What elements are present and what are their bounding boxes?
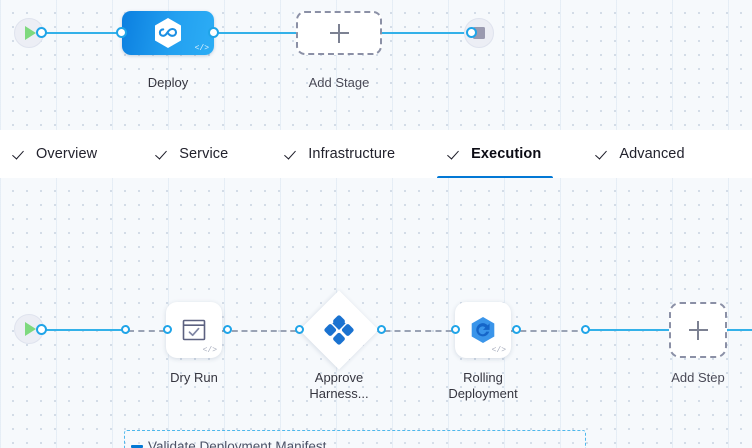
minus-icon[interactable]	[131, 445, 143, 448]
check-icon	[449, 148, 462, 161]
harness-logo-icon	[155, 18, 181, 48]
edge-rolling-to-group-out	[510, 330, 588, 332]
play-icon	[25, 322, 36, 336]
add-step-label: Add Step	[671, 370, 725, 385]
add-stage-label: Add Stage	[308, 75, 370, 90]
tab-overview[interactable]: Overview	[14, 130, 97, 178]
tab-label: Advanced	[619, 146, 685, 162]
stage-node-deploy[interactable]: </>	[122, 11, 214, 55]
edge-addstep-onward	[727, 329, 752, 331]
check-icon	[157, 148, 170, 161]
stage-config-tabs: Overview Service Infrastructure Executio…	[0, 130, 752, 179]
port-deploy-out[interactable]	[208, 27, 219, 38]
edge-approve-to-rolling	[374, 330, 462, 332]
step-code-mark: </>	[491, 346, 506, 355]
dry-run-icon	[182, 319, 206, 341]
step-label-rolling-deployment: Rolling Deployment	[448, 370, 518, 401]
port-rolling-out[interactable]	[512, 325, 521, 334]
tab-advanced[interactable]: Advanced	[597, 130, 684, 178]
edge-group-to-addstep	[584, 329, 672, 331]
tab-underline	[437, 176, 554, 179]
port-dryrun-in[interactable]	[163, 325, 172, 334]
port-start-out[interactable]	[36, 27, 47, 38]
edge-start-to-group	[40, 329, 130, 331]
tab-label: Execution	[471, 146, 542, 162]
step-node-approve[interactable]	[311, 302, 367, 358]
stage-canvas[interactable]: </> Deploy Add Stage	[0, 0, 752, 130]
tab-label: Service	[179, 146, 229, 162]
stage-code-mark: </>	[194, 44, 209, 53]
step-node-dry-run[interactable]: </>	[166, 302, 222, 358]
port-approve-out[interactable]	[377, 325, 386, 334]
step-group-validate-deployment-manifest[interactable]	[124, 430, 586, 448]
execution-canvas[interactable]: Validate Deployment Manifest	[0, 178, 752, 448]
edge-group-in-to-dryrun	[128, 330, 186, 332]
port-group-in[interactable]	[121, 325, 130, 334]
check-icon	[597, 148, 610, 161]
step-code-mark: </>	[202, 346, 217, 355]
harness-approval-icon	[324, 315, 354, 345]
plus-icon	[688, 320, 708, 340]
play-icon	[25, 26, 36, 40]
port-approve-in[interactable]	[295, 325, 304, 334]
tab-label: Infrastructure	[308, 146, 396, 162]
pipeline-end-node[interactable]	[464, 18, 494, 48]
check-icon	[14, 148, 27, 161]
tab-label: Overview	[36, 146, 98, 162]
port-end-in[interactable]	[466, 27, 477, 38]
port-group-out[interactable]	[581, 325, 590, 334]
add-stage-button[interactable]	[296, 11, 382, 55]
rolling-deployment-icon	[471, 317, 495, 343]
tab-service[interactable]: Service	[157, 130, 228, 178]
port-dryrun-out[interactable]	[223, 325, 232, 334]
edge-dryrun-to-approve	[222, 330, 306, 332]
tab-execution[interactable]: Execution	[437, 130, 554, 179]
check-icon	[286, 148, 299, 161]
step-label-approve: Approve Harness...	[309, 370, 369, 401]
step-node-rolling-deployment[interactable]: </>	[455, 302, 511, 358]
step-group-header[interactable]: Validate Deployment Manifest	[131, 439, 326, 448]
plus-icon	[329, 23, 349, 43]
step-label-dry-run: Dry Run	[170, 370, 218, 385]
tab-infrastructure[interactable]: Infrastructure	[286, 130, 395, 178]
add-step-button[interactable]	[669, 302, 727, 358]
step-group-title: Validate Deployment Manifest	[148, 439, 327, 448]
port-rolling-in[interactable]	[451, 325, 460, 334]
port-exec-start-out[interactable]	[36, 324, 47, 335]
edge-start-to-deploy	[40, 32, 160, 34]
stage-label-deploy: Deploy	[147, 75, 189, 90]
port-deploy-in[interactable]	[116, 27, 127, 38]
